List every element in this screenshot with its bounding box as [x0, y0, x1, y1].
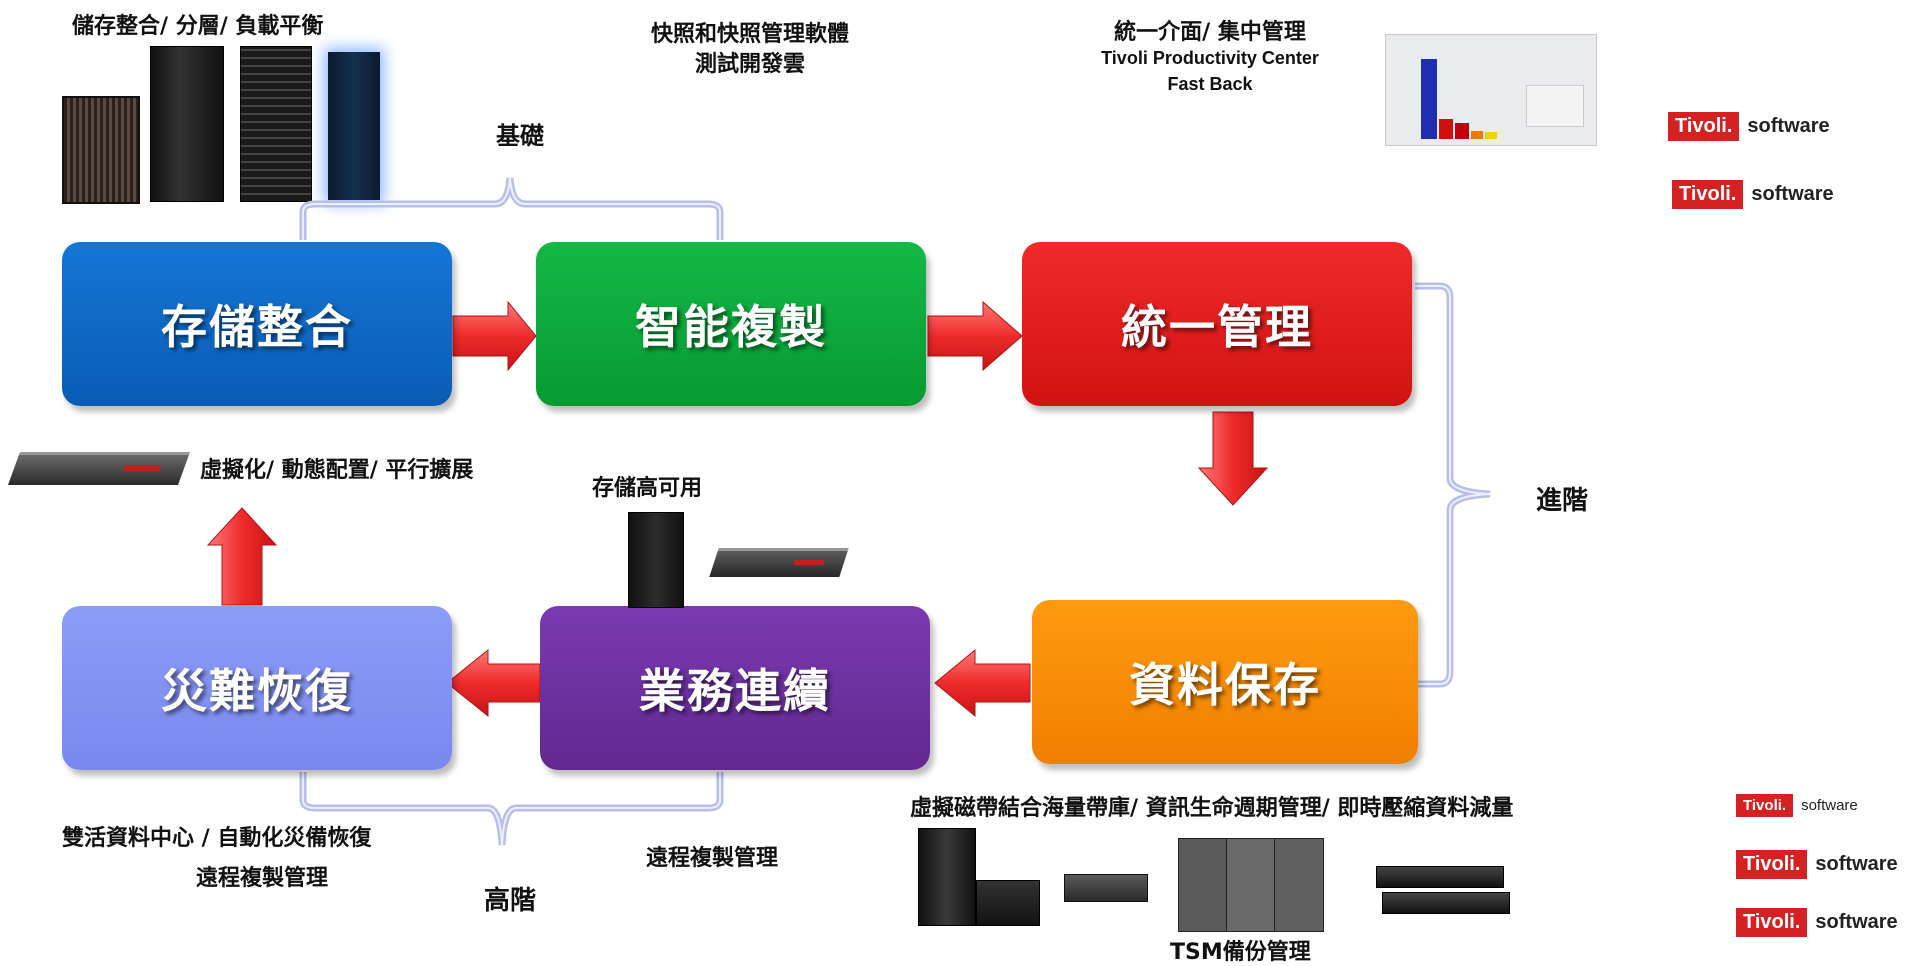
- tivoli-badge: Tivoli.: [1736, 794, 1794, 817]
- storage-unit-image-1: [62, 96, 140, 204]
- tivoli-logo-5: Tivoli. software: [1736, 908, 1898, 937]
- tivoli-software-text: software: [1747, 115, 1830, 137]
- storage-rack-image-2: [150, 46, 224, 202]
- tpc-label: Tivoli Productivity Center: [1101, 48, 1319, 68]
- tivoli-logo-2: Tivoli. software: [1672, 180, 1834, 209]
- storage-rack-image-4: [328, 52, 380, 200]
- tivoli-software-text: software: [1815, 911, 1898, 933]
- arrow-recovery-to-storage: [206, 507, 278, 606]
- disaster-recovery-box: 災難恢復: [62, 606, 452, 770]
- unified-management-box: 統一管理: [1022, 242, 1412, 406]
- tape-library-image-2: [1226, 838, 1276, 932]
- rack-server-image-1: [1376, 866, 1504, 888]
- tape-drive-unit-image: [976, 880, 1040, 926]
- tivoli-badge: Tivoli.: [1668, 112, 1740, 141]
- tpc-chart-thumbnail: [1385, 34, 1597, 146]
- tivoli-software-text: software: [1815, 853, 1898, 875]
- tivoli-software-text: software: [1751, 183, 1834, 205]
- arrow-replication-to-unified: [927, 300, 1023, 372]
- arrow-unified-to-preservation: [1197, 411, 1269, 506]
- high-availability-label: 存儲高可用: [592, 476, 703, 501]
- remote-replication-label-left: 遠程複製管理: [196, 866, 329, 891]
- virtualization-label: 虛擬化/ 動態配置/ 平行擴展: [200, 458, 474, 483]
- unified-interface-label: 統一介面/ 集中管理: [1114, 20, 1306, 45]
- server-appliance-image-1: [7, 452, 191, 485]
- arrow-continuity-to-recovery: [446, 648, 541, 718]
- arrow-preservation-to-continuity: [934, 648, 1031, 718]
- tape-server-tower-image: [918, 828, 976, 926]
- snapshot-label-1: 快照和快照管理軟體: [650, 22, 849, 47]
- storage-tower-image: [628, 512, 684, 608]
- tivoli-logo-4: Tivoli. software: [1736, 850, 1898, 879]
- data-preservation-box: 資料保存: [1032, 600, 1418, 764]
- tape-drive-small-image: [1064, 874, 1148, 902]
- business-continuity-box: 業務連續: [540, 606, 930, 770]
- tape-library-image-3: [1274, 838, 1324, 932]
- high-level-label: 高階: [483, 886, 536, 916]
- advanced-label: 進階: [1536, 486, 1589, 516]
- rack-server-image-2: [1382, 892, 1510, 914]
- fastback-label: Fast Back: [1167, 74, 1253, 94]
- storage-tiering-label: 儲存整合/ 分層/ 負載平衡: [72, 14, 324, 39]
- snapshot-label-2: 測試開發雲: [694, 52, 805, 77]
- foundation-label: 基礎: [496, 122, 544, 150]
- active-active-dc-label: 雙活資料中心 / 自動化災備恢復: [62, 826, 372, 851]
- tape-library-image-1: [1178, 838, 1228, 932]
- tivoli-software-text: software: [1801, 797, 1858, 814]
- tivoli-logo-3: Tivoli. software: [1736, 794, 1858, 817]
- tivoli-logo-1: Tivoli. software: [1668, 112, 1830, 141]
- tivoli-badge: Tivoli.: [1736, 908, 1808, 937]
- server-appliance-image-2: [709, 548, 849, 577]
- storage-rack-image-3: [240, 46, 312, 202]
- storage-consolidation-box: 存儲整合: [62, 242, 452, 406]
- remote-replication-label-right: 遠程複製管理: [646, 846, 779, 871]
- arrow-storage-to-replication: [452, 300, 537, 372]
- tivoli-badge: Tivoli.: [1672, 180, 1744, 209]
- virtual-tape-label: 虛擬磁帶結合海量帶庫/ 資訊生命週期管理/ 即時壓縮資料減量: [910, 796, 1514, 821]
- tsm-backup-label: TSM備份管理: [1170, 940, 1311, 965]
- tivoli-badge: Tivoli.: [1736, 850, 1808, 879]
- smart-replication-box: 智能複製: [536, 242, 926, 406]
